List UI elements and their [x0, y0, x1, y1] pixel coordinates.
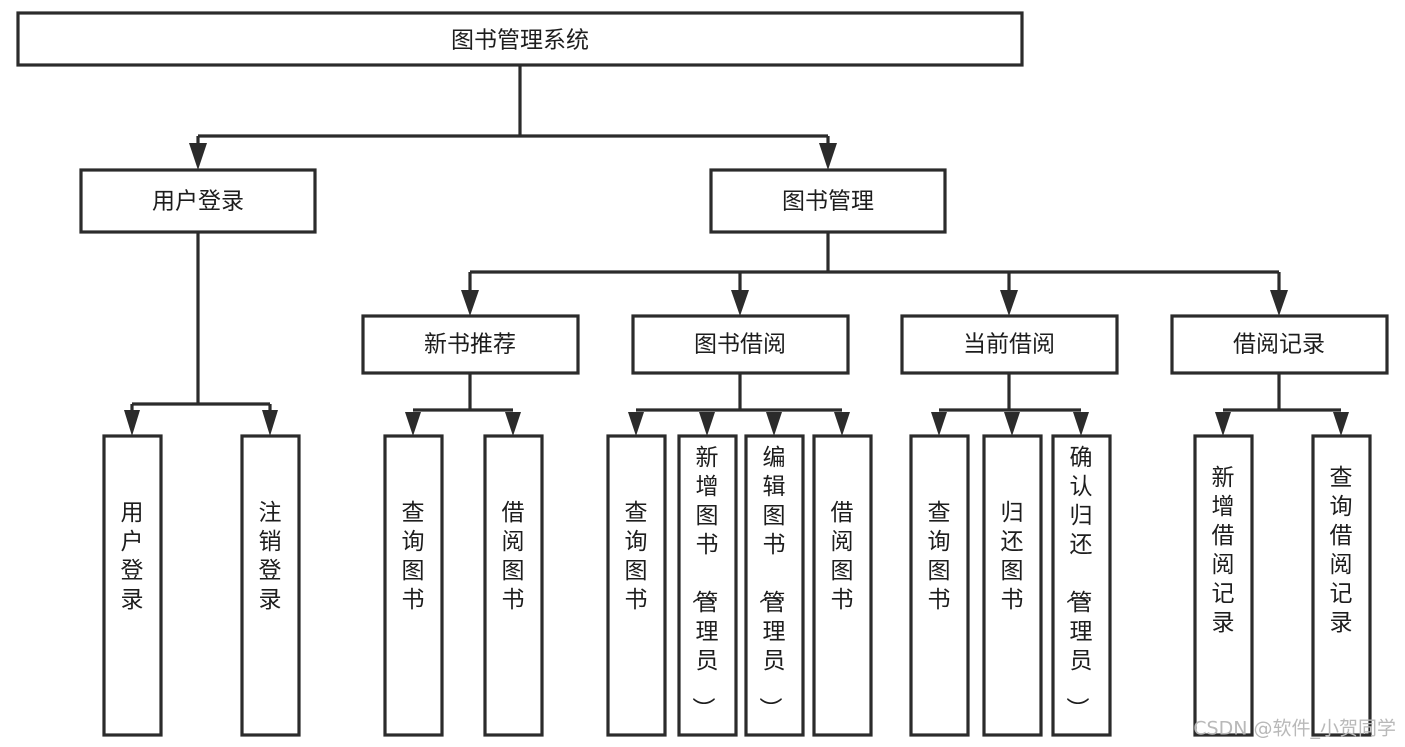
- arrow-to-leaf-user-login: [124, 410, 140, 436]
- leaf-add-book-box[interactable]: [677, 434, 738, 737]
- node-leaf-user-login[interactable]: 用户登录: [102, 434, 163, 737]
- arrow-to-leaf-query-book-cur: [931, 412, 947, 436]
- node-root[interactable]: 图书管理系统: [16, 11, 1024, 67]
- arrow-to-new-book-rec: [461, 290, 479, 316]
- node-leaf-user-logout[interactable]: 注销登录: [240, 434, 301, 737]
- leaf-add-book-label: 新增图书（管理员）: [690, 445, 719, 720]
- leaf-user-logout-box[interactable]: [240, 434, 301, 737]
- leaf-query-book-borrow-label: 查询图书: [625, 500, 648, 613]
- leaf-user-logout-label: 注销登录: [259, 500, 282, 613]
- arrow-to-user-login: [189, 143, 207, 170]
- leaf-borrow-book-label: 借阅图书: [831, 500, 854, 613]
- borrow-record-box[interactable]: [1170, 314, 1389, 375]
- node-current-borrow[interactable]: 当前借阅: [900, 314, 1119, 375]
- node-leaf-query-book-cur[interactable]: 查询图书: [909, 434, 970, 737]
- arrow-to-leaf-query-record: [1333, 412, 1349, 436]
- node-borrow-record[interactable]: 借阅记录: [1170, 314, 1389, 375]
- leaf-query-record-label: 查询借阅记录: [1330, 465, 1353, 636]
- leaf-add-record-box[interactable]: [1193, 434, 1254, 737]
- borrow-record-label: 借阅记录: [1233, 332, 1325, 358]
- node-leaf-add-record[interactable]: 新增借阅记录: [1193, 434, 1254, 737]
- book-manage-box[interactable]: [709, 168, 947, 234]
- leaf-return-book-box[interactable]: [982, 434, 1043, 737]
- book-manage-label: 图书管理: [782, 189, 874, 215]
- node-book-borrow[interactable]: 图书借阅: [631, 314, 850, 375]
- node-book-manage[interactable]: 图书管理: [709, 168, 947, 234]
- node-leaf-add-book[interactable]: 新增图书（管理员）: [677, 434, 738, 737]
- node-leaf-query-record[interactable]: 查询借阅记录: [1311, 434, 1372, 737]
- node-leaf-borrow-book[interactable]: 借阅图书: [812, 434, 873, 737]
- root-box[interactable]: [16, 11, 1024, 67]
- user-login-box[interactable]: [79, 168, 317, 234]
- current-borrow-box[interactable]: [900, 314, 1119, 375]
- leaf-edit-book-box[interactable]: [744, 434, 805, 737]
- node-leaf-borrow-book-rec[interactable]: 借阅图书: [483, 434, 544, 737]
- leaf-add-record-label: 新增借阅记录: [1212, 465, 1235, 636]
- csdn-watermark: CSDN @软件_小贺同学: [1193, 718, 1396, 740]
- leaf-confirm-return-label: 确认归还（管理员）: [1064, 445, 1093, 720]
- leaf-borrow-book-box[interactable]: [812, 434, 873, 737]
- current-borrow-label: 当前借阅: [963, 332, 1055, 358]
- connector-layer: [124, 65, 1349, 436]
- leaf-return-book-label: 归还图书: [1001, 500, 1024, 613]
- leaf-query-book-borrow-box[interactable]: [606, 434, 667, 737]
- new-book-rec-label: 新书推荐: [424, 332, 516, 358]
- arrow-to-leaf-user-logout: [262, 410, 278, 436]
- node-leaf-query-book-borrow[interactable]: 查询图书: [606, 434, 667, 737]
- node-leaf-return-book[interactable]: 归还图书: [982, 434, 1043, 737]
- user-login-label: 用户登录: [152, 189, 244, 215]
- leaf-query-book-rec-label: 查询图书: [402, 500, 425, 613]
- node-user-login[interactable]: 用户登录: [79, 168, 317, 234]
- arrow-to-leaf-add-record: [1215, 412, 1231, 436]
- leaf-user-login-label: 用户登录: [121, 500, 144, 613]
- new-book-rec-box[interactable]: [361, 314, 580, 375]
- leaf-edit-book-label: 编辑图书（管理员）: [757, 445, 786, 720]
- node-leaf-confirm-return[interactable]: 确认归还（管理员）: [1051, 434, 1112, 737]
- leaf-query-book-cur-label: 查询图书: [928, 500, 951, 613]
- arrow-to-leaf-query-book-rec: [405, 412, 421, 436]
- leaf-borrow-book-rec-box[interactable]: [483, 434, 544, 737]
- arrow-to-current-borrow: [1000, 290, 1018, 316]
- leaf-query-book-cur-box[interactable]: [909, 434, 970, 737]
- book-borrow-label: 图书借阅: [694, 332, 786, 358]
- arrow-to-leaf-edit-book: [766, 412, 782, 436]
- leaf-borrow-book-rec-label: 借阅图书: [502, 500, 525, 613]
- arrow-to-leaf-query-book-borrow: [628, 412, 644, 436]
- node-leaf-edit-book[interactable]: 编辑图书（管理员）: [744, 434, 805, 737]
- node-new-book-rec[interactable]: 新书推荐: [361, 314, 580, 375]
- leaf-query-record-box[interactable]: [1311, 434, 1372, 737]
- leaf-query-book-rec-box[interactable]: [383, 434, 444, 737]
- arrow-to-book-manage: [819, 143, 837, 170]
- node-leaf-query-book-rec[interactable]: 查询图书: [383, 434, 444, 737]
- arrow-to-leaf-add-book: [699, 412, 715, 436]
- arrow-to-leaf-return-book: [1004, 412, 1020, 436]
- book-borrow-box[interactable]: [631, 314, 850, 375]
- arrow-to-leaf-confirm-return: [1073, 412, 1089, 436]
- arrow-to-book-borrow: [731, 290, 749, 316]
- arrow-to-leaf-borrow-book: [834, 412, 850, 436]
- arrow-to-leaf-borrow-book-rec: [505, 412, 521, 436]
- leaf-user-login-box[interactable]: [102, 434, 163, 737]
- leaf-confirm-return-box[interactable]: [1051, 434, 1112, 737]
- root-label: 图书管理系统: [451, 28, 589, 54]
- arrow-to-borrow-record: [1270, 290, 1288, 316]
